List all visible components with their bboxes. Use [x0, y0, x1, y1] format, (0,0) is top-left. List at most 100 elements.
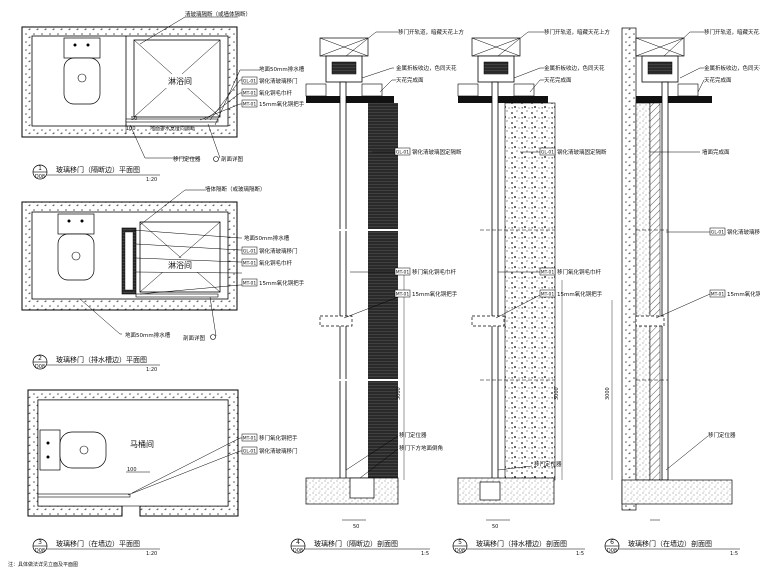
material-code: MT-01: [243, 91, 257, 97]
dim-label: 50: [131, 116, 137, 122]
material-code: MT-01: [243, 102, 257, 108]
svg-text:6: 6: [610, 539, 614, 546]
note: 移门定位器: [534, 460, 562, 468]
note: 钢化清玻璃固定隔断: [412, 148, 462, 156]
note: 天花完成面: [704, 76, 732, 84]
title-block-5: 5 D08 玻璃移门（排水槽边）剖面图 1:5: [452, 538, 585, 557]
note: 移门定位器: [708, 431, 736, 439]
toilet-icon: [57, 213, 95, 281]
note: 清玻璃隔断（或墙体隔断）: [185, 10, 251, 18]
room-label-shower: 淋浴间: [168, 260, 192, 270]
toilet-icon: [63, 37, 101, 105]
drawing-title: 玻璃移门（在墙边）剖面图: [628, 539, 712, 548]
note: 15mm氧化铜把手: [727, 290, 760, 298]
toilet-icon: [39, 429, 107, 471]
material-code: GL-01: [396, 150, 409, 156]
material-code: GL-01: [243, 449, 256, 455]
title-block-1: 1 D08 玻璃移门（隔断边）平面图 1:20: [32, 164, 160, 183]
note: 剖面详图: [221, 155, 244, 163]
plan-2: 淋浴间 墙体隔断（或玻璃隔断） 地面50mm排水槽 GL-01 钢化清玻璃移门 …: [21, 185, 305, 373]
svg-text:D08: D08: [35, 548, 45, 554]
room-label-toilet: 马桶间: [130, 439, 154, 449]
footnote: 注：具体做法详见立面及平面图: [8, 561, 78, 568]
note: 金属折板收边，色同天花: [396, 64, 457, 72]
svg-text:2: 2: [38, 355, 42, 362]
note: 移门氧化铜毛巾杆: [412, 268, 457, 276]
dim-note: 地面排水宽度同隔断: [150, 125, 195, 132]
note: 移门定位器: [173, 155, 201, 163]
note: 天花完成面: [544, 76, 572, 84]
material-code: MT-01: [711, 292, 725, 298]
material-code: MT-01: [541, 292, 555, 298]
note: 15mm氧化铜把手: [259, 100, 305, 108]
plan-3: 马桶间 100 MT-01 移门氧化铜把手 GL-01 钢化清玻璃移门 3 D0…: [8, 389, 298, 568]
drawing-title: 玻璃移门（排水槽边）平面图: [56, 355, 147, 364]
svg-text:3: 3: [38, 539, 42, 546]
title-block-4: 4 D08 玻璃移门（隔断边）剖面图 1:5: [290, 538, 430, 557]
note: 金属折板收边，色同天花: [704, 64, 760, 72]
svg-text:D08: D08: [607, 548, 617, 554]
dim-label: 100: [126, 126, 136, 132]
note: 墙面完成面: [702, 148, 730, 156]
svg-text:5: 5: [458, 539, 462, 546]
section-5: 50 3000 移门开轨道，暗藏天花上方 金属折板收边，色同天花 天花完成面 G…: [452, 28, 611, 557]
scale: 1:5: [421, 551, 429, 557]
note: 氧化铜毛巾杆: [259, 259, 293, 267]
note: 地面50mm排水槽: [259, 65, 305, 73]
note: 氧化铜毛巾杆: [259, 89, 293, 97]
drawing-title: 玻璃移门（隔断边）平面图: [56, 165, 140, 174]
note: 移门下方地面倒角: [399, 444, 443, 452]
dim-label: 50: [353, 524, 359, 530]
room-label-shower: 淋浴间: [168, 76, 192, 86]
drawing-title: 玻璃移门（排水槽边）剖面图: [476, 539, 567, 548]
svg-text:D08: D08: [35, 174, 45, 180]
scale: 1:20: [146, 551, 157, 557]
dim-label: 3000: [554, 387, 560, 400]
title-block-3: 3 D08 玻璃移门（在墙边）平面图 1:20: [32, 538, 160, 557]
note: 钢化清玻璃移门: [259, 447, 298, 455]
note: 钢化清玻璃固定隔断: [557, 148, 607, 156]
drawing-title: 玻璃移门（隔断边）剖面图: [314, 539, 398, 548]
svg-text:D08: D08: [455, 548, 465, 554]
scale: 1:5: [576, 551, 584, 557]
scale: 1:5: [730, 551, 738, 557]
note: 金属折板收边，色同天花: [544, 64, 605, 72]
material-code: MT-01: [243, 436, 257, 442]
material-code: GL-01: [243, 249, 256, 255]
dim-label: 3000: [396, 387, 402, 400]
svg-text:4: 4: [296, 539, 300, 546]
note: 移门定位器: [399, 431, 427, 439]
material-code: MT-01: [396, 292, 410, 298]
svg-text:D08: D08: [35, 364, 45, 370]
material-code: MT-01: [541, 270, 555, 276]
note: 移门氧化铜把手: [259, 434, 298, 442]
dim-label: 50: [492, 524, 498, 530]
note: 15mm氧化铜把手: [412, 290, 458, 298]
dim-label: 3000: [605, 387, 611, 400]
note: 钢化清玻璃移门: [259, 77, 298, 85]
title-block-6: 6 D08 玻璃移门（在墙边）剖面图 1:5: [604, 538, 740, 557]
svg-text:1: 1: [38, 165, 42, 172]
material-code: MT-01: [243, 261, 257, 267]
drawing-title: 玻璃移门（在墙边）平面图: [56, 539, 140, 548]
note: 15mm氧化铜把手: [557, 290, 603, 298]
note: 移门开轨道，暗藏天花上方: [398, 28, 465, 36]
note: 移门氧化铜毛巾杆: [557, 268, 602, 276]
scale: 1:20: [146, 367, 157, 373]
material-code: MT-01: [243, 281, 257, 287]
note: 地面50mm排水槽: [125, 331, 171, 339]
note: 移门开轨道，暗藏天花上方: [704, 28, 760, 36]
note: 墙体隔断（或玻璃隔断）: [205, 185, 266, 193]
note: 钢化清玻璃移门: [727, 228, 760, 236]
svg-text:D08: D08: [293, 548, 303, 554]
note: 天花完成面: [396, 76, 424, 84]
material-code: GL-01: [243, 79, 256, 85]
note: 剖面详图: [183, 334, 206, 342]
section-6: 3000 移门开轨道，暗藏天花上方 金属折板收边，色同天花 天花完成面 墙面完成…: [604, 27, 760, 557]
dim-label: 100: [127, 467, 137, 473]
plan-1: 淋浴间 50 100 地面排水宽度同隔断 清玻璃隔断（或墙体隔断） 地面50mm…: [21, 10, 305, 183]
note: 移门开轨道，暗藏天花上方: [544, 28, 611, 36]
scale: 1:20: [146, 177, 157, 183]
title-block-2: 2 D08 玻璃移门（排水槽边）平面图 1:20: [32, 354, 160, 373]
